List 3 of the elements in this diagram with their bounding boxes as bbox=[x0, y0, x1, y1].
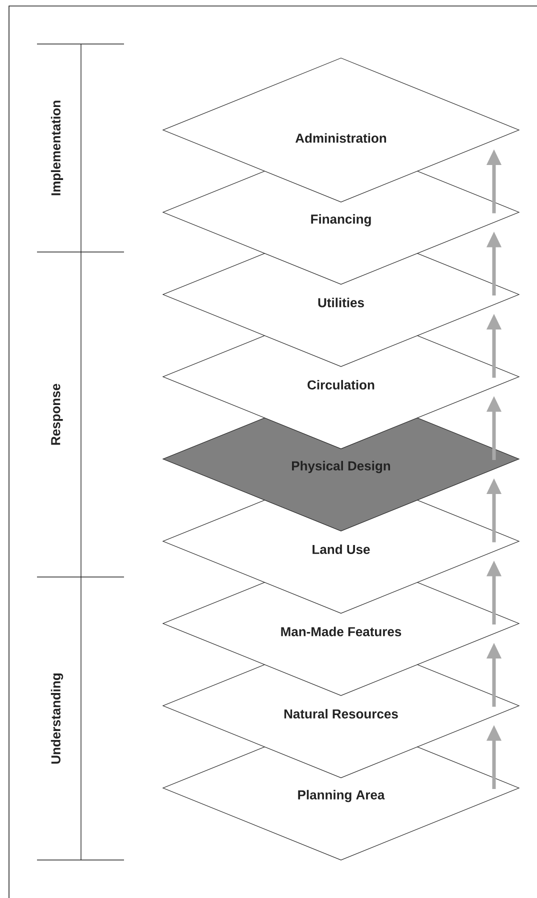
phase-label: Response bbox=[51, 384, 63, 445]
phase-label: Implementation bbox=[50, 100, 64, 196]
phase-label: Understanding bbox=[50, 674, 64, 764]
